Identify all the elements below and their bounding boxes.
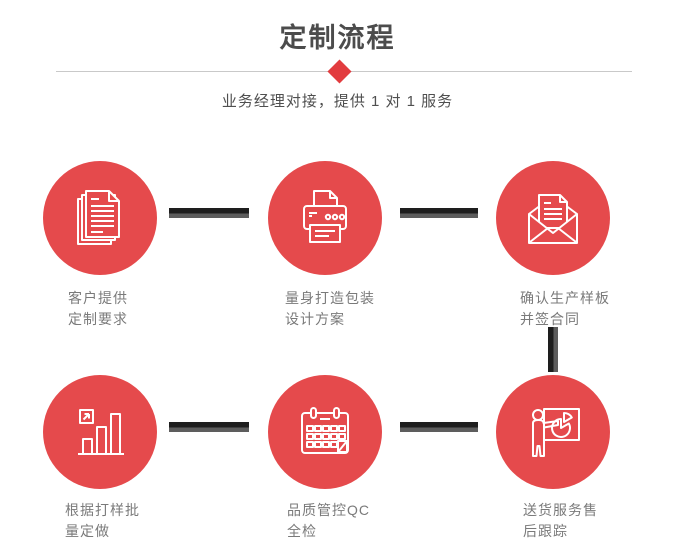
page-subtitle: 业务经理对接，提供 1 对 1 服务 bbox=[221, 93, 454, 110]
step-label-2: 量身打造包装 设计方案 bbox=[285, 288, 375, 330]
connector-step1-step2 bbox=[169, 208, 249, 218]
step-label-6-line2: 后跟踪 bbox=[523, 523, 568, 539]
step-label-3-line2: 并签合同 bbox=[520, 311, 580, 327]
page-title: 定制流程 bbox=[279, 23, 396, 53]
step-label-4-line1: 根据打样批 bbox=[65, 502, 140, 518]
bar-chart-growth-icon bbox=[78, 409, 124, 455]
connector-step5-step6 bbox=[400, 422, 478, 432]
calendar-icon bbox=[301, 407, 349, 454]
step-label-6-line1: 送货服务售 bbox=[523, 502, 598, 518]
step-label-4-line2: 量定做 bbox=[65, 523, 110, 539]
connector-step3-step6 bbox=[548, 327, 558, 372]
step-label-5-line2: 全检 bbox=[287, 523, 317, 539]
step-circle-4 bbox=[43, 375, 157, 489]
step-label-5: 品质管控QC 全检 bbox=[287, 500, 370, 542]
presentation-pie-chart-icon bbox=[532, 408, 580, 457]
printer-icon bbox=[303, 190, 347, 243]
step-label-1-line2: 定制要求 bbox=[68, 311, 128, 327]
open-envelope-letter-icon bbox=[528, 194, 578, 244]
stacked-documents-icon bbox=[77, 190, 120, 245]
diamond-icon bbox=[327, 59, 352, 84]
step-label-1: 客户提供 定制要求 bbox=[68, 288, 128, 330]
step-label-2-line1: 量身打造包装 bbox=[285, 290, 375, 306]
step-label-5-line1: 品质管控QC bbox=[287, 502, 370, 518]
step-label-6: 送货服务售 后跟踪 bbox=[523, 500, 598, 542]
step-circle-1 bbox=[43, 161, 157, 275]
step-circle-6 bbox=[496, 375, 610, 489]
step-label-1-line1: 客户提供 bbox=[68, 290, 128, 306]
step-circle-5 bbox=[268, 375, 382, 489]
step-label-3-line1: 确认生产样板 bbox=[520, 290, 610, 306]
step-label-3: 确认生产样板 并签合同 bbox=[520, 288, 610, 330]
step-label-4: 根据打样批 量定做 bbox=[65, 500, 140, 542]
step-circle-2 bbox=[268, 161, 382, 275]
step-label-2-line2: 设计方案 bbox=[285, 311, 345, 327]
connector-step2-step3 bbox=[400, 208, 478, 218]
connector-step4-step5 bbox=[169, 422, 249, 432]
step-circle-3 bbox=[496, 161, 610, 275]
